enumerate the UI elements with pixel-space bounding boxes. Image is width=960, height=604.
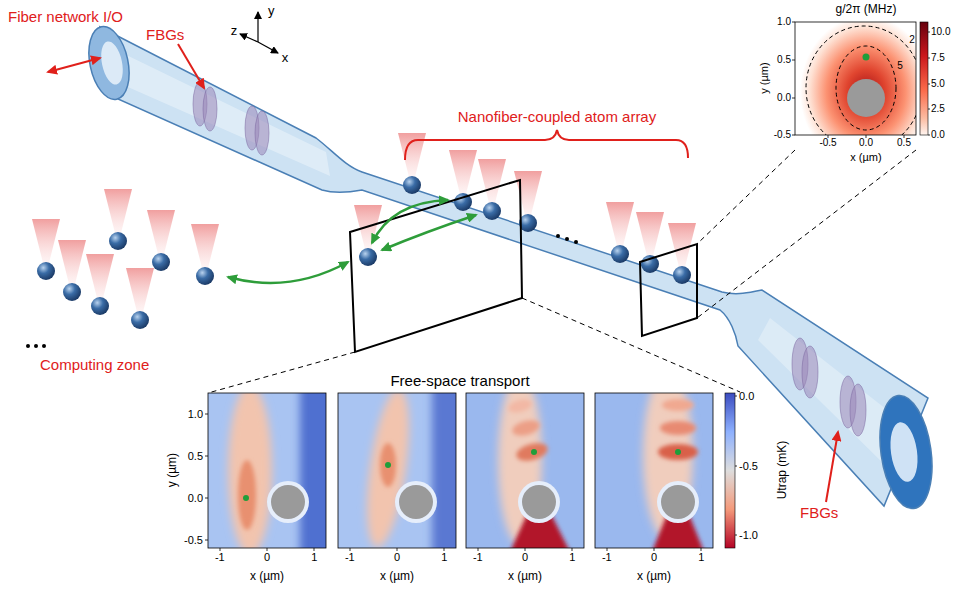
fbg-label: FBGs — [146, 27, 184, 42]
potential-panels — [205, 370, 737, 560]
axis-label: x (µm) — [850, 152, 881, 163]
tick-label: -1 — [473, 552, 483, 563]
tick-label: -0.5 — [819, 138, 836, 148]
colorbar-tick: 10.0 — [931, 27, 950, 37]
axis-label: y (µm) — [759, 62, 770, 93]
coupling-inset — [792, 16, 932, 168]
tick-label: 0.0 — [188, 493, 203, 504]
axis-label: x (µm) — [380, 570, 414, 582]
cross-section-frames — [350, 180, 697, 352]
tick-label: 1 — [698, 552, 704, 563]
tick-label: 0.0 — [777, 93, 791, 103]
axis-name: z — [231, 24, 238, 37]
tick-label: 1.0 — [777, 17, 791, 27]
tick-label: -1 — [215, 552, 225, 563]
tick-label: 1 — [441, 552, 447, 563]
axis-name: x — [282, 51, 289, 64]
colorbar-tick: 0.0 — [739, 391, 754, 402]
axis-label: x (µm) — [250, 570, 284, 582]
atoms — [37, 176, 691, 329]
tick-label: -1 — [345, 552, 355, 563]
tick-label: 1 — [569, 552, 575, 563]
colorbar-tick: -0.5 — [739, 461, 758, 472]
colorbar-tick: 7.5 — [931, 53, 945, 63]
tick-label: 0 — [264, 552, 270, 563]
colorbar-tick: 2.5 — [931, 104, 945, 114]
tick-label: 0.5 — [777, 55, 791, 65]
zoom-lines — [208, 150, 916, 393]
tick-label: 0.0 — [859, 138, 873, 148]
tick-label: 0 — [651, 552, 657, 563]
colorbar-tick: 5.0 — [931, 79, 945, 89]
axis-name: y — [268, 4, 275, 17]
axis-label: x (µm) — [637, 570, 671, 582]
tick-label: -0.5 — [184, 535, 203, 546]
transport-arrows — [228, 200, 476, 283]
array-label: Nanofiber-coupled atom array — [458, 109, 656, 124]
zone-label: Computing zone — [40, 357, 149, 372]
tick-label: 0 — [394, 552, 400, 563]
colorbar-label: Utrap (mK) — [776, 441, 788, 500]
contour-label: 2 — [909, 35, 915, 45]
trap-beams — [32, 133, 696, 312]
axis-label: y (µm) — [166, 453, 178, 487]
tick-label: 1 — [311, 552, 317, 563]
axis-label: x (µm) — [508, 570, 542, 582]
tick-label: -1 — [602, 552, 612, 563]
colorbar-tick: -1.0 — [739, 530, 758, 541]
tick-label: 0 — [522, 552, 528, 563]
contour-label: 5 — [897, 61, 903, 71]
plot-title: g/2π (MHz) — [836, 3, 897, 15]
axis-glyph — [240, 12, 278, 53]
tick-label: 0.5 — [188, 451, 203, 462]
tick-label: 1.0 — [188, 409, 203, 420]
colorbar-tick: 0.0 — [931, 130, 945, 140]
ellipsis-dots — [26, 234, 578, 348]
tick-label: 0.5 — [897, 138, 911, 148]
fbg-gratings — [193, 82, 866, 436]
fbg-label: FBGs — [800, 505, 838, 520]
fiber-io-label: Fiber network I/O — [8, 9, 123, 24]
tick-label: -0.5 — [774, 130, 791, 140]
panel-title: Free-space transport — [390, 373, 529, 388]
